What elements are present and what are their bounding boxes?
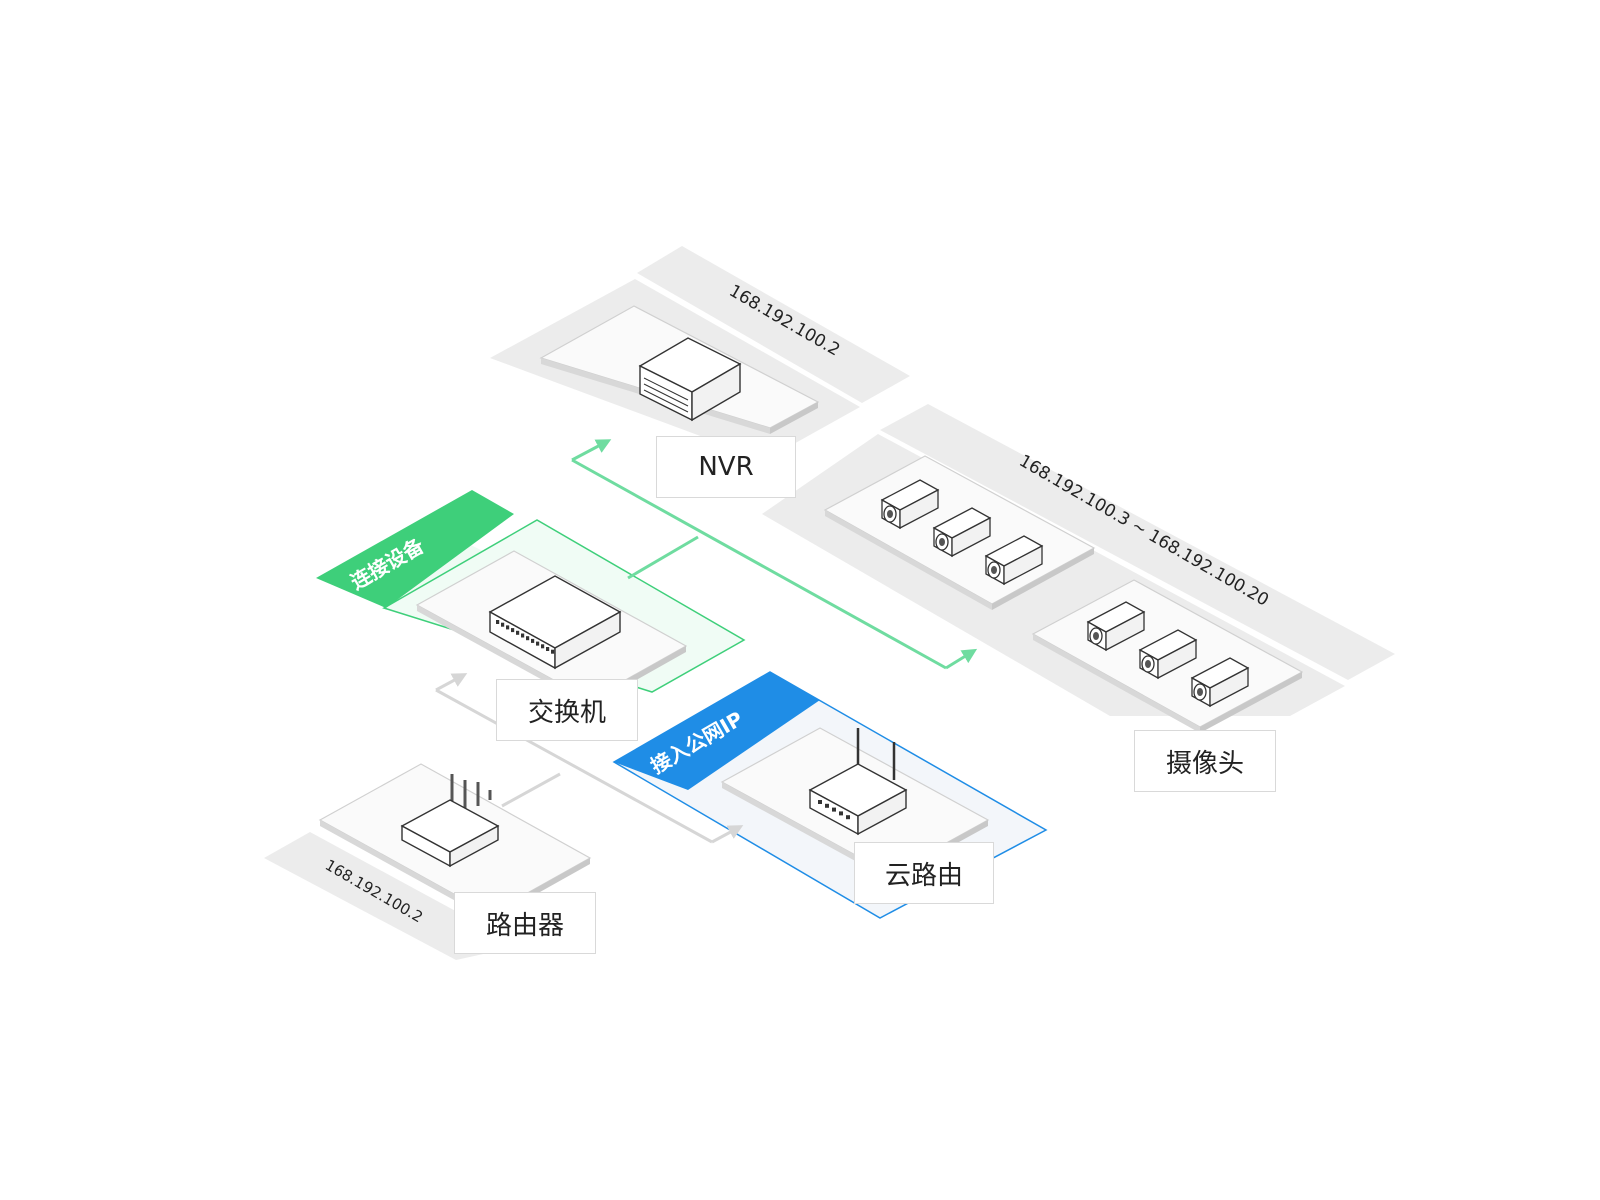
nvr-label: NVR bbox=[656, 436, 796, 498]
switch-port bbox=[526, 636, 530, 641]
switch-port bbox=[536, 641, 540, 646]
switch-port bbox=[496, 620, 500, 624]
switch-label: 交换机 bbox=[496, 679, 638, 741]
switch-uplink-line bbox=[627, 535, 699, 580]
camera-icon bbox=[1086, 601, 1146, 652]
switch-port bbox=[531, 638, 535, 643]
switch-port bbox=[511, 628, 515, 633]
camera-icon bbox=[1138, 629, 1198, 680]
camera-icon bbox=[984, 535, 1044, 586]
camera-icon bbox=[1190, 657, 1250, 708]
nvr-zone: 168.192.100.2 bbox=[490, 246, 910, 460]
nvr-device-icon bbox=[638, 337, 742, 422]
wireless-router-icon bbox=[808, 728, 908, 836]
arrow-to-cameras bbox=[945, 648, 978, 670]
router-icon bbox=[400, 774, 500, 868]
router-zone: 168.192.100.2 bbox=[264, 763, 592, 960]
router-port bbox=[846, 815, 850, 820]
router-port bbox=[832, 807, 836, 812]
switch-port bbox=[546, 647, 550, 651]
cloud-router-label: 云路由 bbox=[854, 842, 994, 904]
arrow-to-nvr bbox=[571, 439, 612, 462]
arrow-to-cloud-router bbox=[711, 825, 744, 844]
switch-port bbox=[506, 625, 510, 630]
camera-group bbox=[880, 479, 1250, 708]
switch-badge bbox=[316, 490, 514, 608]
switch-port bbox=[516, 630, 520, 635]
router-port bbox=[818, 800, 822, 804]
cloud-router-badge bbox=[614, 672, 820, 790]
router-port bbox=[839, 811, 843, 816]
camera-icon bbox=[880, 479, 940, 530]
camera-zone: 168.192.100.3 ~ 168.192.100.20 bbox=[762, 404, 1395, 733]
switch-port bbox=[501, 622, 505, 627]
switch-zone: 连接设备 bbox=[316, 490, 746, 706]
network-switch-icon bbox=[488, 575, 622, 670]
switch-port bbox=[521, 633, 525, 638]
router-port bbox=[825, 803, 829, 808]
switch-port bbox=[541, 644, 545, 649]
camera-icon bbox=[932, 507, 992, 558]
camera-label: 摄像头 bbox=[1134, 730, 1276, 792]
arrow-to-switch bbox=[435, 673, 468, 692]
connectors bbox=[435, 439, 978, 844]
router-label: 路由器 bbox=[454, 892, 596, 954]
switch-port bbox=[551, 649, 555, 654]
green-trunk-line bbox=[571, 458, 947, 670]
